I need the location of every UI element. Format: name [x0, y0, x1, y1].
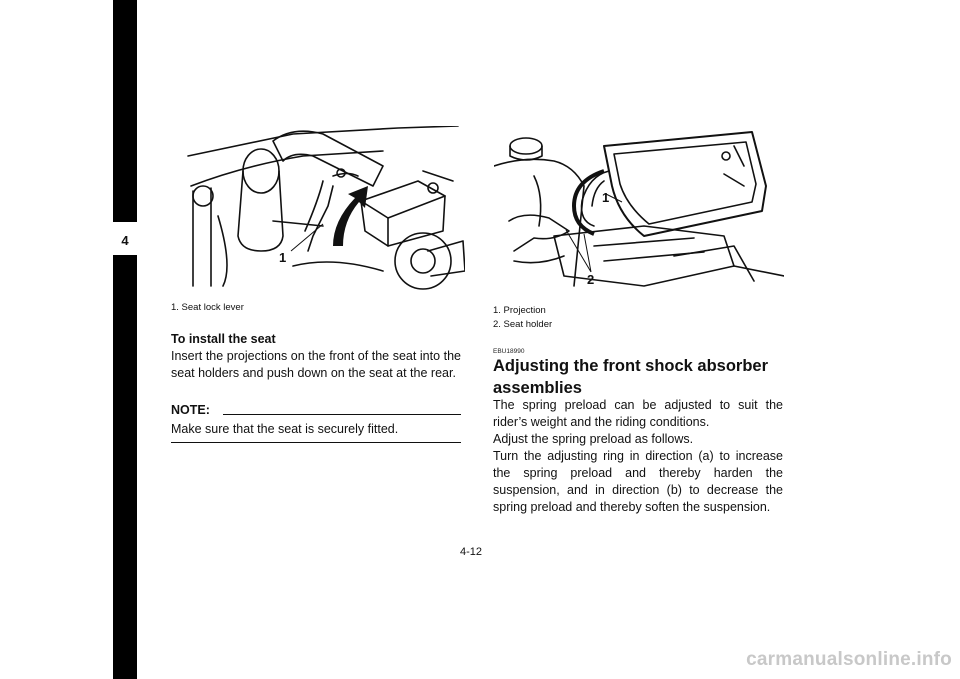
illustration-label-1: 1	[279, 250, 286, 265]
note-divider-top	[223, 414, 461, 415]
illustration-label-1: 1	[602, 190, 609, 205]
seat-projection-illustration: 1 2	[494, 131, 784, 287]
shock-paragraph-3: Turn the adjusting ring in direction (a)…	[493, 449, 783, 514]
right-caption: 1. Projection 2. Seat holder	[493, 304, 552, 332]
section-heading-install-seat: To install the seat	[171, 332, 276, 346]
chapter-number: 4	[121, 233, 129, 248]
chapter-tab-bar	[113, 0, 137, 222]
note-text: Make sure that the seat is securely fitt…	[171, 422, 399, 436]
illustration-label-2: 2	[587, 272, 594, 287]
note-label: NOTE:	[171, 403, 210, 417]
watermark: carmanualsonline.info	[746, 649, 952, 670]
shock-paragraphs: The spring preload can be adjusted to su…	[493, 397, 783, 516]
section-code: EBU18990	[493, 348, 525, 355]
caption-seat-lock-lever: 1. Seat lock lever	[171, 302, 244, 313]
caption-seat-holder: 2. Seat holder	[493, 319, 553, 330]
left-caption: 1. Seat lock lever	[171, 301, 244, 315]
shock-paragraph-2: Adjust the spring preload as follows.	[493, 432, 694, 446]
section-heading-front-shock: Adjusting the front shock absorber assem…	[493, 357, 769, 397]
install-seat-paragraph: Insert the projections on the front of t…	[171, 349, 461, 380]
note-divider-bottom	[171, 442, 461, 443]
page-number: 4-12	[460, 546, 483, 558]
chapter-tab-bar-lower	[113, 255, 137, 679]
seat-lock-lever-illustration: 1	[187, 126, 465, 290]
caption-projection: 1. Projection	[493, 305, 546, 316]
shock-paragraph-1: The spring preload can be adjusted to su…	[493, 398, 783, 429]
